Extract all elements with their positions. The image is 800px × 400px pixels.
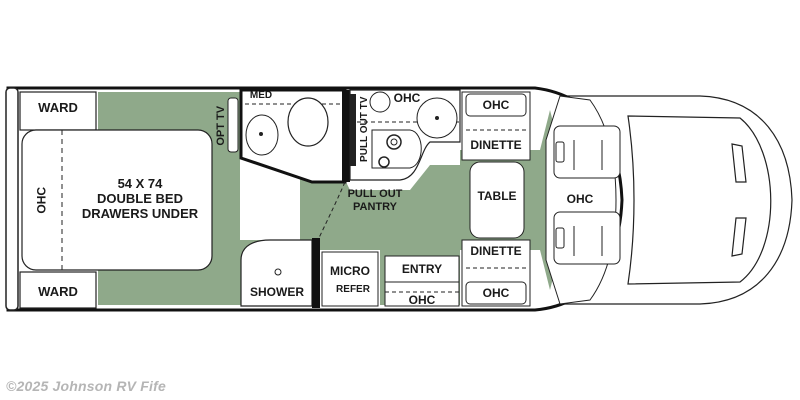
bed-ohc-label: OHC [34,186,49,214]
passenger-seat [553,211,621,265]
ward-bottom-box [19,271,97,309]
ward-top-label: WARD [38,100,78,115]
refer-label: REFER [336,284,370,295]
bed-drawers-label: DRAWERS UNDER [81,206,199,221]
entry-ohc-label: OHC [408,293,436,307]
med-label: MED [249,90,273,101]
stove-burner [386,134,402,150]
dinette-ohc-top-label: OHC [482,98,510,112]
dinette-ohc-bottom-box [465,281,527,305]
dinette-bottom-label: DINETTE [470,244,522,258]
dinette-ohc-bottom-label: OHC [482,286,510,300]
bed-type-label: DOUBLE BED [97,191,183,206]
ward-top-box [19,91,97,131]
dinette-ohc-top-box [465,93,527,117]
copyright-watermark: ©2025 Johnson RV Fife [6,378,166,394]
opt-tv-box [227,97,239,153]
opt-tv-label: OPT TV [215,105,228,146]
stove-burner [378,156,390,168]
table-box [469,161,525,239]
entry-label: ENTRY [401,262,443,276]
shower-label: SHOWER [250,285,304,299]
ward-bottom-label: WARD [38,284,78,299]
cab-ohc-label: OHC [566,192,594,206]
pull-out-pantry-label: PULL OUT [347,188,403,200]
pantry-label: PANTRY [353,201,397,213]
micro-label: MICRO [330,264,370,278]
rear-bumper [5,87,19,311]
pull-out-tv-label: PULL OUT TV [358,96,370,162]
bed-box [21,129,213,271]
galley-ohc-label: OHC [393,91,421,105]
dinette-top-label: DINETTE [470,138,522,152]
driver-seat [553,125,621,179]
table-label: TABLE [477,189,517,203]
bed-size-label: 54 X 74 [117,176,163,191]
entry-box [384,255,460,307]
toilet [287,97,329,147]
micro-refer-box [321,251,379,307]
